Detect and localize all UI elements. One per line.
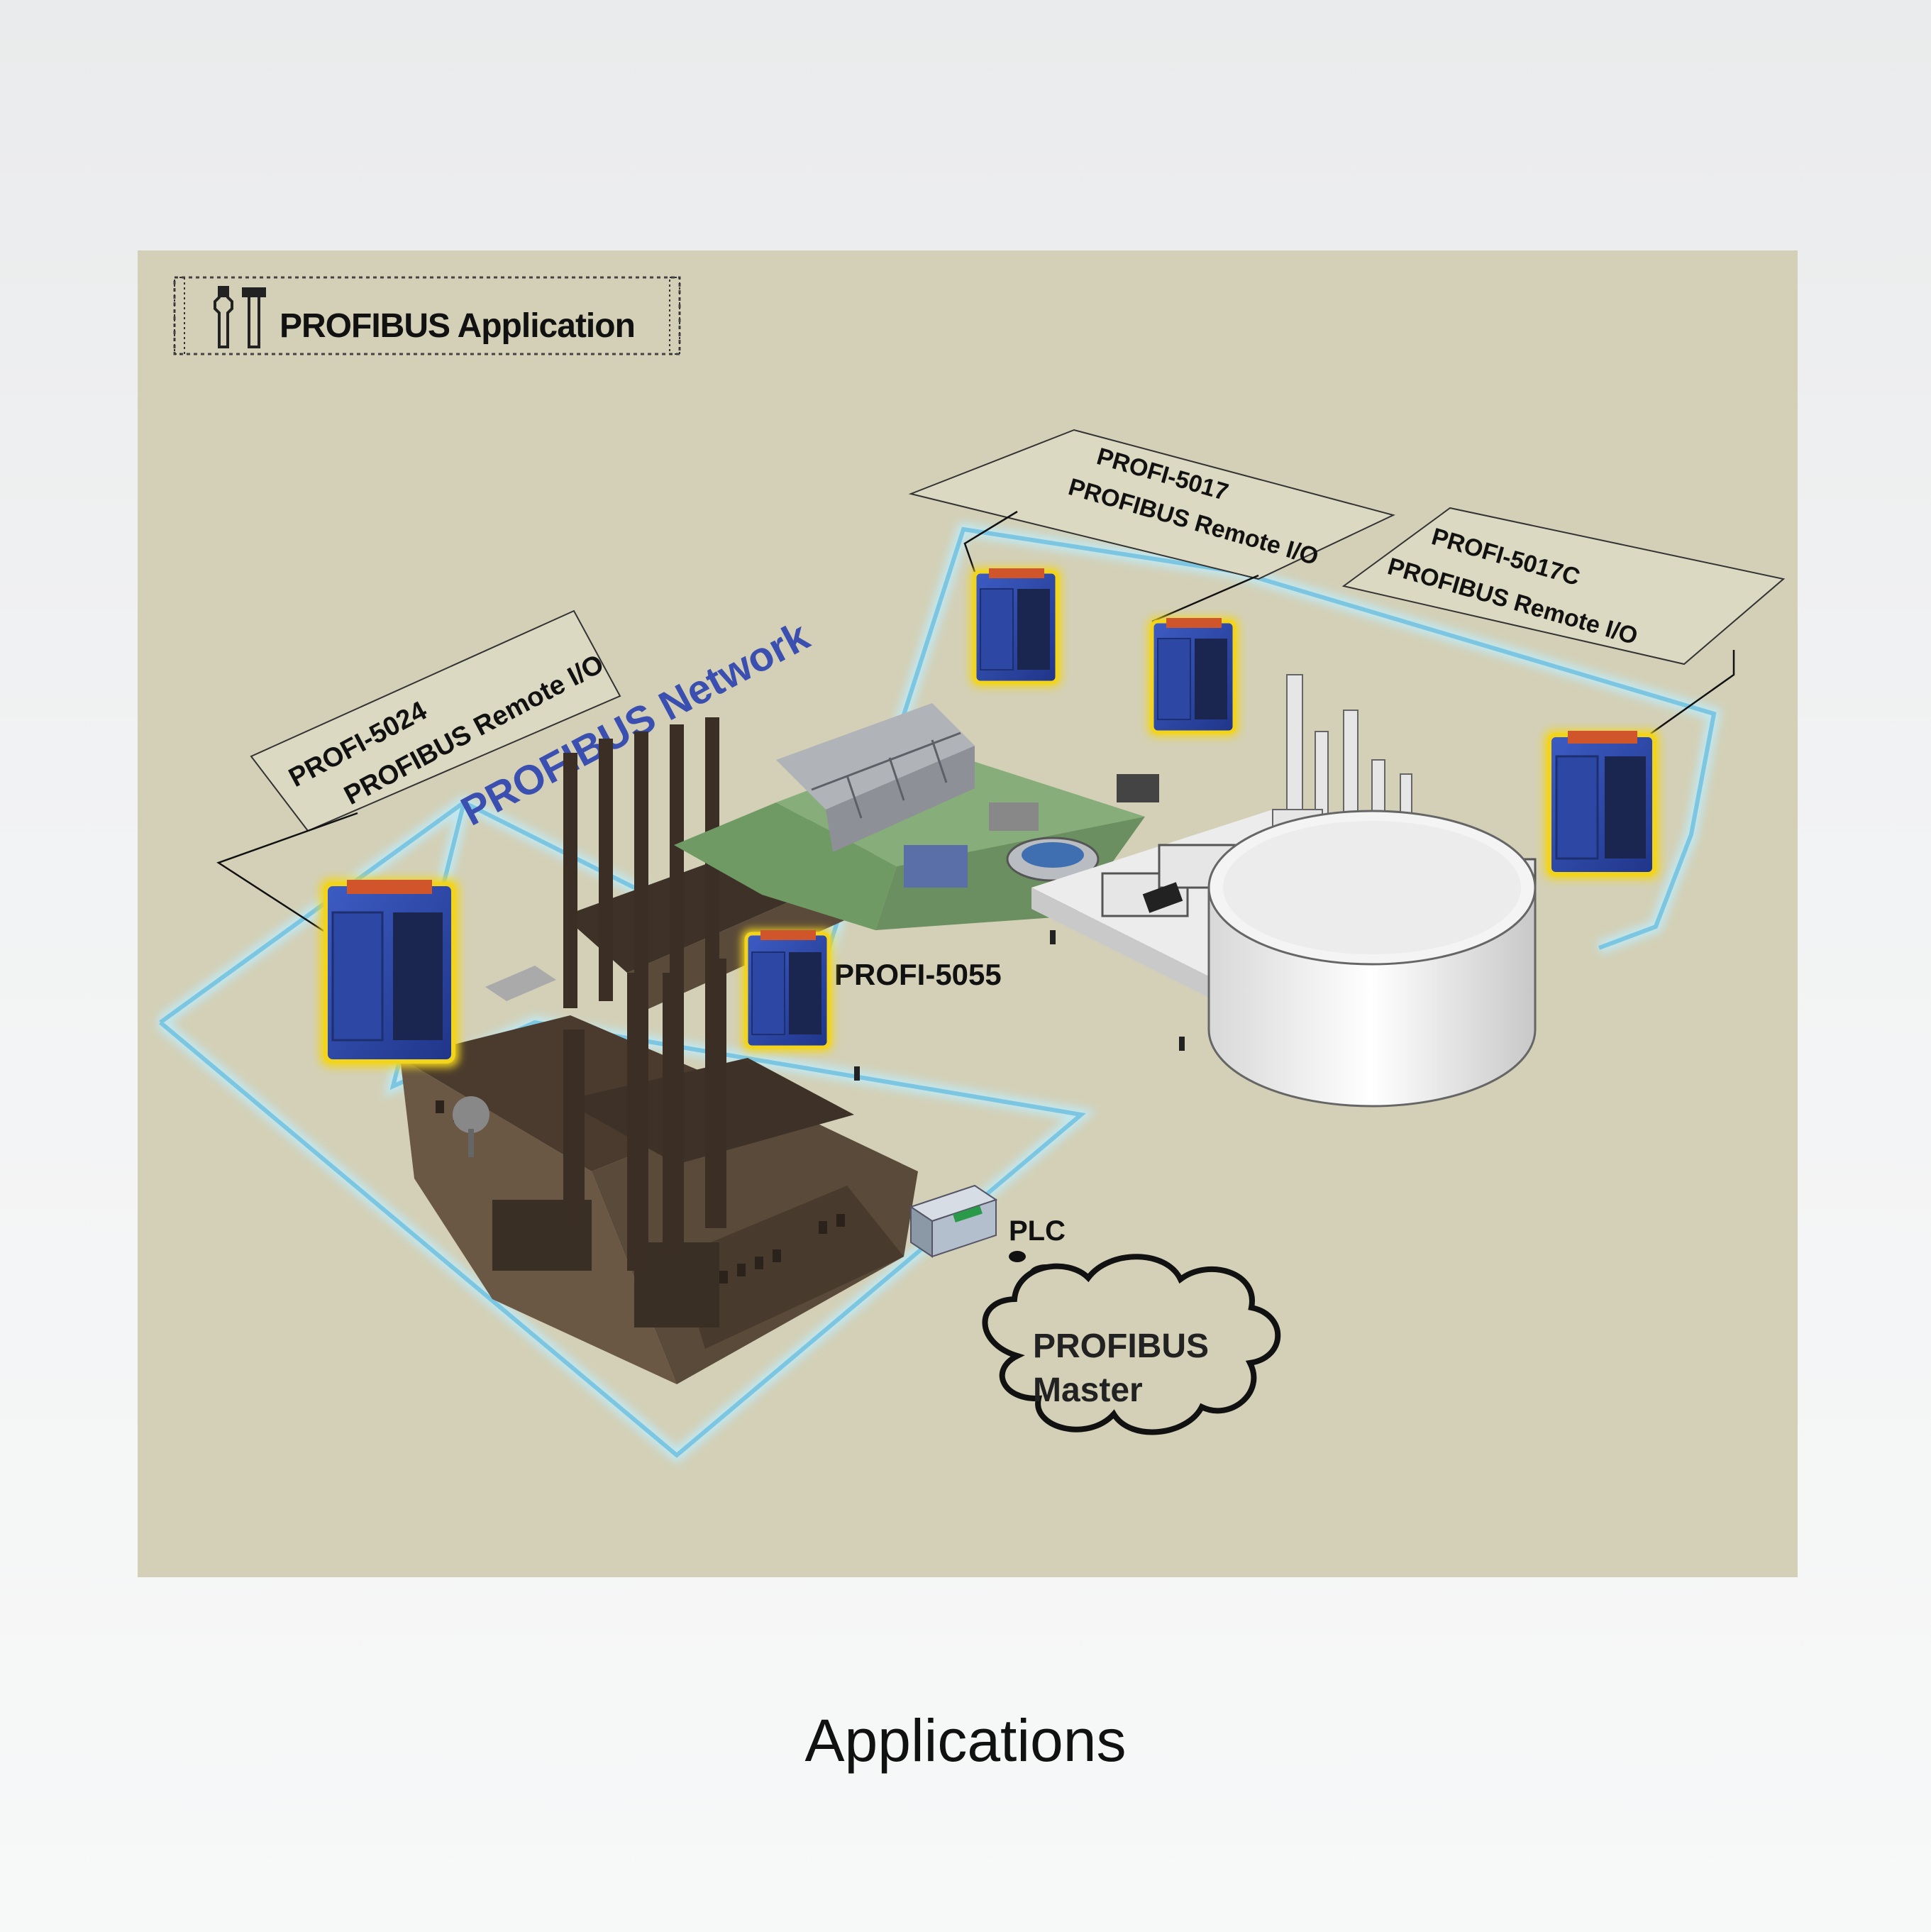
refinery-plant (1031, 674, 1537, 1108)
application-diagram-panel: PROFIBUS Application PROFIBUS Network (138, 250, 1798, 1577)
profi-5055-label: PROFI-5055 (834, 958, 1002, 991)
factory-building (400, 717, 918, 1384)
header-title: PROFIBUS Application (280, 307, 635, 345)
plc-device: PLC (909, 1184, 1066, 1258)
module-profi-5055 (742, 929, 833, 1051)
master-line2: Master (1033, 1371, 1143, 1409)
connector-plugs (854, 930, 1185, 1081)
header-box: PROFIBUS Application (173, 276, 681, 355)
module-profi-5017c (1544, 730, 1659, 879)
module-profi-5024 (320, 878, 459, 1067)
master-line1: PROFIBUS (1033, 1327, 1209, 1365)
master-cloud: PROFIBUS Master (982, 1254, 1281, 1435)
storage-tank (1207, 810, 1537, 1108)
module-profi-5017 (970, 568, 1061, 687)
profibus-diagram: PROFIBUS Application PROFIBUS Network (156, 276, 1786, 1464)
module-profi-5017-second (1148, 617, 1239, 736)
treatment-plant (674, 703, 1159, 930)
plc-label: PLC (1009, 1215, 1066, 1247)
tools-icon (214, 286, 266, 348)
thought-dot-small (1009, 1251, 1026, 1262)
caption: Applications (804, 1707, 1127, 1774)
